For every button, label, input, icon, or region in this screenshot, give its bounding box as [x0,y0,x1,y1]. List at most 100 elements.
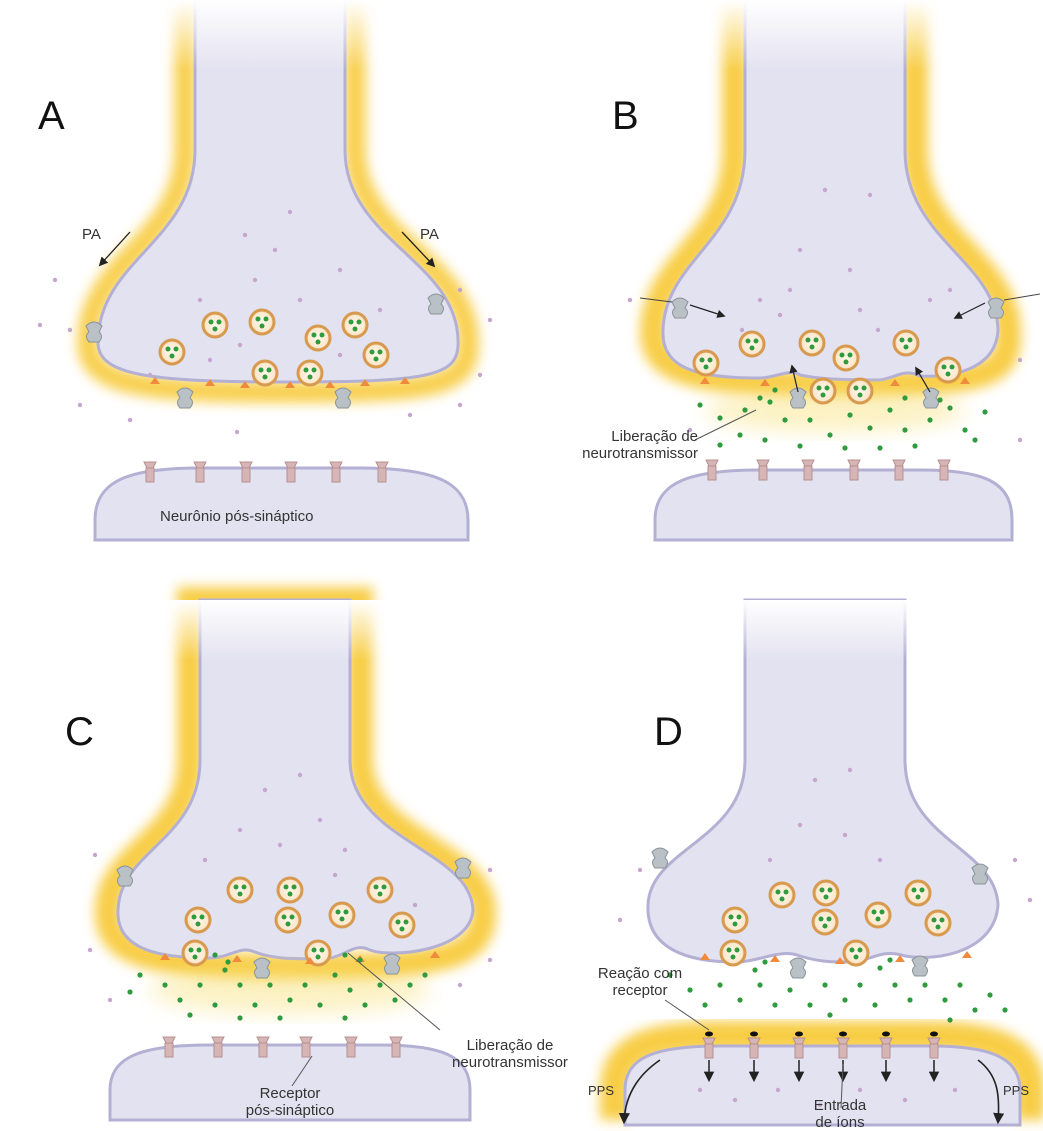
calcium-channel [923,388,939,408]
vesicle [894,331,918,355]
vesicle [906,881,930,905]
receptor [285,462,297,482]
calcium-channel [384,954,400,974]
vesicle [186,908,210,932]
presynaptic-terminal [653,0,1008,384]
receptor-label-c: Receptor pós-sináptico [220,1085,360,1119]
receptor [257,1037,269,1057]
receptor [880,1038,892,1058]
reaction-label-d-line2: receptor [570,982,710,999]
vesicle [390,913,414,937]
receptor [938,460,950,480]
receptor [848,460,860,480]
vesicle [160,340,184,364]
calcium-channel [335,388,351,408]
postsynaptic-neuron-label: Neurônio pós-sináptico [160,508,313,525]
release-label-b-line1: Liberação de [548,428,698,445]
release-label-b-line2: neurotransmissor [548,445,698,462]
receptor [893,460,905,480]
vesicle [694,351,718,375]
vesicle [936,358,960,382]
release-label-b: Liberação de neurotransmissor [548,428,698,462]
receptor [144,462,156,482]
pps-label-right: PPS [1003,1082,1029,1099]
receptor [706,460,718,480]
panel-label-a: A [38,96,65,136]
release-label-c: Liberação de neurotransmissor [420,1037,600,1071]
receptor-label-c-line1: Receptor [220,1085,360,1102]
pa-label-right: PA [420,226,439,243]
receptor [390,1037,402,1057]
calcium-channel [988,298,1004,318]
receptor [703,1038,715,1058]
calcium-channel [972,864,988,884]
presynaptic-terminal [88,0,468,392]
receptor [240,462,252,482]
presynaptic-terminal [648,600,998,962]
calcium-channel [652,848,668,868]
panel-a [38,0,492,540]
calcium-channel [790,958,806,978]
vesicle [343,313,367,337]
calcium-channel [428,294,444,314]
top-fade [720,600,930,660]
vesicle [183,941,207,965]
receptor [345,1037,357,1057]
vesicle [250,310,274,334]
ion-entry-label-d-line2: de íons [790,1114,890,1131]
vesicle [330,903,354,927]
panel-d [615,600,1032,1125]
vesicle [813,910,837,934]
vesicle [811,379,835,403]
vesicle [278,878,302,902]
reaction-label-d-line1: Reação com [570,965,710,982]
release-label-c-line1: Liberação de [420,1037,600,1054]
vesicle [364,343,388,367]
calcium-channel [117,866,133,886]
vesicle [721,941,745,965]
vesicle [800,331,824,355]
receptor [300,1037,312,1057]
receptor-label-c-line2: pós-sináptico [220,1102,360,1119]
calcium-channel [86,322,102,342]
vesicle [740,332,764,356]
vesicle [848,379,872,403]
vesicle [228,878,252,902]
top-fade [150,0,390,70]
vesicle [368,878,392,902]
panel-label-d: D [654,712,683,752]
calcium-channel [672,298,688,318]
receptor [194,462,206,482]
ion-entry-label-d-line1: Entrada [790,1097,890,1114]
top-fade [700,0,950,70]
reaction-label-d: Reação com receptor [570,965,710,999]
vesicle [834,346,858,370]
calcium-channel [254,958,270,978]
panel-label-b: B [612,96,639,136]
neurotransmitter-dots [667,957,1007,1022]
vesicle [723,908,747,932]
vesicle [770,883,794,907]
pps-label-left: PPS [588,1082,614,1099]
calcium-channel [455,858,471,878]
vesicle [276,908,300,932]
vesicle [866,903,890,927]
vesicle [814,881,838,905]
vesicle [298,361,322,385]
receptor [928,1038,940,1058]
panel-label-c: C [65,712,94,752]
pa-label-left: PA [82,226,101,243]
calcium-channel [177,388,193,408]
receptor [163,1037,175,1057]
receptor [802,460,814,480]
ion-entry-label-d: Entrada de íons [790,1097,890,1131]
vesicle [306,326,330,350]
vesicle [844,941,868,965]
receptor [330,462,342,482]
receptor [837,1038,849,1058]
vesicle [203,313,227,337]
receptor [212,1037,224,1057]
vesicle [926,911,950,935]
release-label-c-line2: neurotransmissor [420,1054,600,1071]
